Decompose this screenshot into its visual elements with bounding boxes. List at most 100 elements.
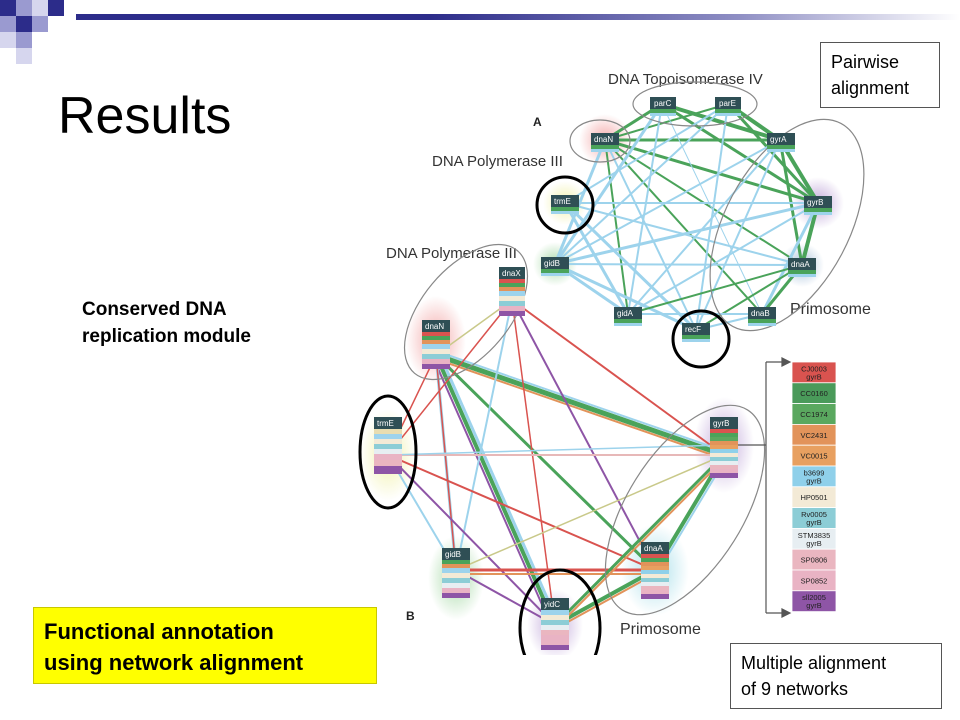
legend-label: CJ0003 [801,364,827,373]
node-gyrB-b: gyrB [710,417,738,478]
edge [554,201,819,266]
panel-b: DNA Polymerase III Primosome B [358,243,837,655]
edge [511,299,725,456]
legend-label: sll2005 [802,593,826,602]
node-gidB-a: gidB [541,257,569,276]
node-label: recF [685,325,701,334]
edge [627,103,663,315]
legend-label: SP0852 [801,576,828,585]
edge [435,352,725,458]
edge [604,139,629,315]
node-dnaA-a: dnaA [788,258,816,277]
polymerase-group-outline-b [403,243,529,381]
legend-bracket [738,357,792,618]
edge [434,354,557,626]
module-caption: Conserved DNA replication module [82,296,251,350]
node-label: trmE [554,197,571,206]
edge [661,103,763,315]
legend-entry: CC1974 [791,403,837,425]
edge [455,299,513,571]
annotation-line: Functional annotation [44,619,274,644]
edge [387,454,656,571]
node-dnaB: dnaB [748,307,776,326]
multiple-alignment-note: Multiple alignment of 9 networks [730,643,942,709]
pairwise-alignment-note: Pairwise alignment [820,42,940,108]
polymerase-label-b: DNA Polymerase III [386,245,517,262]
node-label: parE [719,99,736,108]
edge [435,350,725,452]
legend-entry: CC0160 [791,382,837,404]
edge [387,444,725,456]
legend-label: gyrB [806,372,821,381]
node-dnaX: dnaX [499,267,525,316]
node-label: parC [654,99,672,108]
polymerase-group-outline-a [569,119,631,163]
annotation-callout: Functional annotation using network alig… [33,607,377,684]
pairwise-line: alignment [831,78,910,98]
legend-label: gyrB [806,518,821,527]
edge [604,139,763,315]
node-dnaA-b: dnaA [641,542,669,599]
edge [511,299,656,571]
node-label: dnaX [502,269,521,278]
edge [627,264,803,315]
edge [434,353,657,572]
primosome-label-a: Primosome [790,301,871,318]
edge [695,139,781,331]
node-gidB-b: gidB [442,548,470,598]
legend-label: VC2431 [800,431,827,440]
node-label: dnaB [751,309,770,318]
node-parC: parC [650,97,676,116]
legend-label: Rv0005 [801,510,827,519]
legend-column: CJ0003gyrBCC0160CC1974VC2431VC0015b3699g… [791,361,837,612]
edge [554,263,803,266]
legend-label: gyrB [806,601,821,610]
edge [604,138,819,205]
edge [661,102,819,205]
legend-entry: SP0852 [791,569,837,592]
legend-entry: HP0501 [791,486,837,508]
node-label: trmE [377,419,394,428]
edge [695,264,803,331]
node-label: dnaA [644,544,663,553]
legend-entry: VC2431 [791,423,837,446]
edge [661,102,781,142]
node-label: gidA [617,309,634,318]
node-label: gyrB [713,419,729,428]
node-gidA: gidA [614,307,642,326]
edge [563,202,630,315]
edge [554,568,656,627]
caption-line: replication module [82,326,251,347]
node-recF: recF [682,323,710,342]
legend-label: CC1974 [800,410,828,419]
node-label: dnaN [425,322,444,331]
node-label: gidB [445,550,461,559]
legend-label: VC0015 [800,452,827,461]
edge [564,103,729,204]
edge [553,453,726,627]
legend-entry: VC0015 [791,444,837,467]
node-gyrA: gyrA [767,133,795,152]
edge [554,262,697,332]
highlight-circle-trmE-b [358,394,418,510]
highlight-circle-trmE-a [535,175,595,235]
node-label: yidC [544,600,560,609]
legend-entry: SP0806 [791,548,837,571]
annotation-line: using network alignment [44,650,304,675]
legend-label: STM3835 [798,531,831,540]
legend-label: b3699 [804,468,825,477]
node-trmE-b: trmE [374,417,402,474]
legend-label: CC0160 [800,389,828,398]
legend-label: HP0501 [800,493,827,502]
panel-a-letter: A [533,115,542,129]
node-label: gidB [544,259,560,268]
edge [553,103,664,265]
edge [387,299,513,456]
legend-label: SP0806 [801,556,828,565]
multiple-line: of 9 networks [741,679,849,699]
legend-swatch [791,590,837,612]
